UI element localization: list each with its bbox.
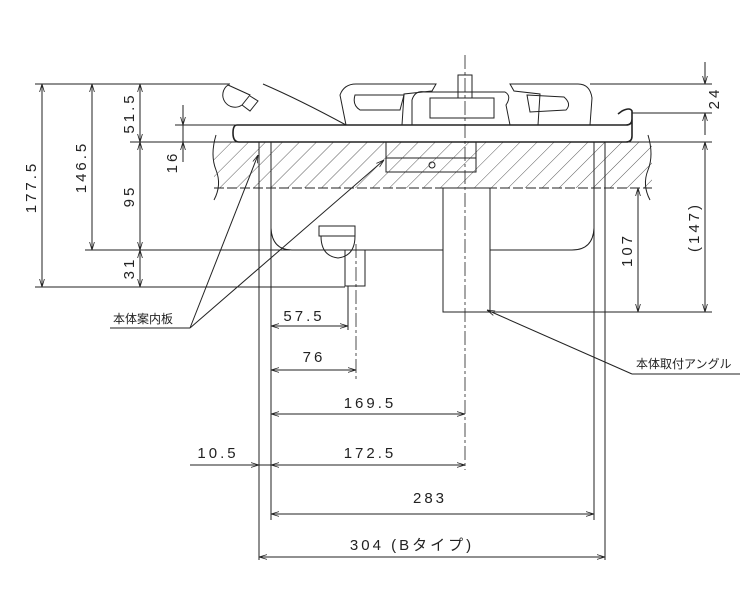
dim-knob-height: 24 <box>706 87 723 110</box>
horizontal-dimensions: 57.5 76 169.5 10.5 172.5 283 304 (Bタイプ) <box>190 308 605 557</box>
top-plate <box>232 108 633 143</box>
dim-under-counter: (147) <box>686 202 703 252</box>
label-guide-plate: 本体案内板 <box>113 311 173 326</box>
dim-fitting-drop: 31 <box>121 257 138 280</box>
dim-plate-thickness: 16 <box>164 151 181 174</box>
dim-burner-height: 51.5 <box>121 92 138 133</box>
vertical-dimensions: 177.5 146.5 51.5 95 31 16 24 107 (147) <box>23 62 723 312</box>
countertop <box>212 134 652 201</box>
appliance-body <box>258 141 606 560</box>
dim-gas-inlet-a: 57.5 <box>283 308 324 325</box>
burner-assembly <box>222 74 593 126</box>
dim-center-a: 169.5 <box>344 395 397 412</box>
dim-body-width: 283 <box>413 490 447 507</box>
label-mounting-angle: 本体取付アングル <box>636 357 732 371</box>
dim-total-height: 177.5 <box>23 161 40 214</box>
dim-gas-inlet-b: 76 <box>303 349 326 366</box>
callouts: 本体案内板 本体取付アングル <box>110 155 740 375</box>
gas-fitting <box>318 225 366 380</box>
dim-edge-offset: 10.5 <box>197 445 238 462</box>
dim-overall-width: 304 (Bタイプ) <box>350 537 474 554</box>
extension-lines <box>35 83 712 330</box>
dim-center-b: 172.5 <box>344 445 397 462</box>
mounting-angle <box>442 55 491 470</box>
dim-body-depth: 95 <box>121 185 138 208</box>
dim-angle-length: 107 <box>619 233 636 267</box>
dim-top-to-body-bottom: 146.5 <box>73 141 90 194</box>
